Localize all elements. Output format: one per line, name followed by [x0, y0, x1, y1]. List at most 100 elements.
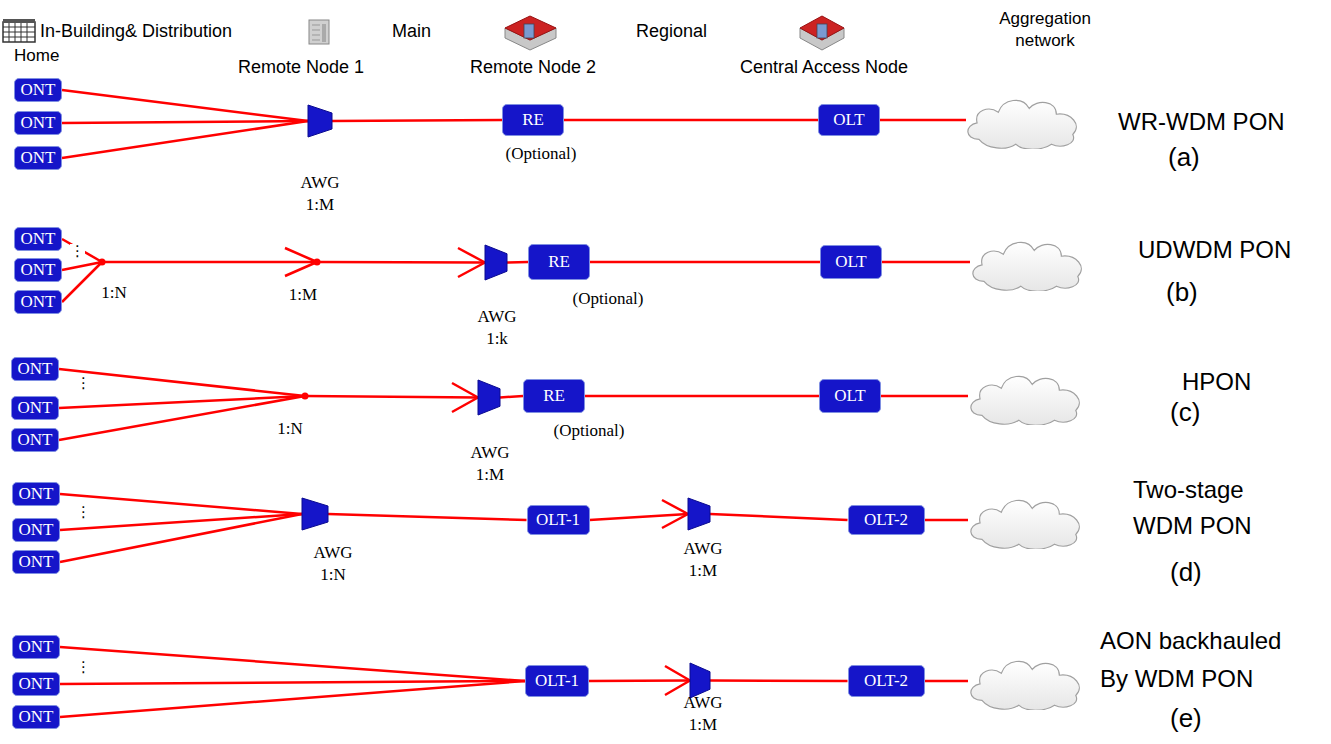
node-site-icon [800, 16, 844, 50]
ellipsis-mark: ⋮ [76, 505, 91, 520]
equipment-box: ONT [12, 482, 60, 506]
fiber-link [507, 261, 528, 264]
splitter-dot [313, 258, 321, 266]
fiber-link [62, 90, 308, 121]
equipment-box: RE(Optional) [523, 379, 585, 413]
panel-letter: (b) [1166, 278, 1198, 308]
ellipsis-mark: ⋮ [70, 244, 85, 259]
awg-symbol [478, 380, 500, 415]
equipment-box: OLT-2 [848, 505, 925, 535]
architecture-name: WR-WDM PON [1118, 108, 1285, 136]
fiber-stub [285, 248, 690, 695]
node-note: (Optional) [506, 144, 577, 164]
panel-letter: (e) [1170, 704, 1202, 734]
awg-label: AWG 1:k [477, 306, 516, 350]
equipment-box: ONT [14, 258, 62, 282]
splitter-node: 1:N [301, 392, 309, 400]
equipment-box: ONT [11, 357, 59, 381]
node-label: ONT [21, 229, 56, 249]
fiber-link [60, 514, 302, 562]
node-label: ONT [19, 707, 54, 727]
equipment-box: ONT [14, 111, 62, 135]
fiber-link [590, 261, 820, 264]
awg-node: AWG 1:M [478, 380, 500, 415]
aggregation-cloud [968, 100, 1081, 710]
awg-label: AWG 1:M [683, 692, 722, 736]
equipment-box: ONT [14, 227, 62, 251]
node-label: ONT [18, 398, 53, 418]
node-label: ONT [19, 520, 54, 540]
awg-symbol [690, 663, 710, 698]
node-label: ONT [19, 674, 54, 694]
node-label: ONT [21, 148, 56, 168]
split-ratio: 1:N [277, 418, 303, 440]
equipment-box: OLT [820, 245, 882, 279]
equipment-box: ONT [12, 550, 60, 574]
node-label: OLT [833, 110, 865, 130]
fiber-link [332, 120, 502, 121]
split-ratio: 1:N [101, 282, 127, 304]
splitter-dot [301, 392, 309, 400]
awg-label: AWG 1:M [683, 538, 722, 582]
node-label: OLT [834, 386, 866, 406]
node-label: ONT [19, 552, 54, 572]
node-note: (Optional) [573, 289, 644, 309]
uplink-fiber [870, 120, 970, 681]
fiber-link [305, 396, 478, 398]
equipment-box: OLT-1 [525, 665, 589, 697]
node-label: OLT-2 [864, 510, 908, 530]
node-label: ONT [18, 430, 53, 450]
header-label: Main [392, 21, 431, 42]
fiber-link [710, 514, 848, 520]
header-label: In-Building& Distribution [40, 21, 232, 42]
node-label: RE [548, 252, 570, 272]
splitter-node: 1:M [313, 258, 321, 266]
architecture-name: Two-stage WDM PON [1133, 472, 1283, 544]
node-note: (Optional) [554, 421, 625, 441]
fiber-link [60, 681, 525, 717]
fiber-link [60, 494, 302, 514]
equipment-box: OLT [818, 104, 880, 136]
fiber-link [62, 239, 102, 262]
fiber-link [585, 395, 819, 398]
node-label: OLT-2 [864, 671, 908, 691]
equipment-box: OLT-1 [527, 505, 590, 535]
node-label: ONT [18, 359, 53, 379]
header-label: Aggregation network [990, 8, 1100, 52]
header-label: Remote Node 1 [238, 57, 364, 78]
fiber-link [62, 121, 308, 158]
awg-symbol [485, 245, 507, 280]
node-label: OLT-1 [535, 671, 579, 691]
node-label: ONT [21, 113, 56, 133]
header-label: Remote Node 2 [470, 57, 596, 78]
awg-label: AWG 1:M [470, 442, 509, 486]
fiber-link [102, 261, 317, 264]
awg-node: AWG 1:M [308, 105, 332, 137]
panel-letter: (c) [1170, 398, 1200, 428]
splitter-dot [98, 258, 106, 266]
fiber-link [317, 261, 485, 264]
fiber-link [590, 514, 689, 520]
fiber-link [62, 121, 308, 123]
equipment-box: ONT [14, 78, 62, 102]
awg-label: AWG 1:M [300, 172, 339, 216]
node-label: ONT [21, 80, 56, 100]
building-icon [309, 20, 329, 44]
awg-symbol [302, 498, 328, 530]
awg-node: AWG 1:k [485, 245, 507, 280]
fiber-link [564, 119, 818, 122]
equipment-box: ONT [14, 290, 62, 314]
equipment-box: RE(Optional) [502, 104, 564, 136]
architecture-name: UDWDM PON [1138, 236, 1291, 264]
node-label: RE [522, 110, 544, 130]
equipment-box: ONT [14, 146, 62, 170]
equipment-box: RE(Optional) [528, 244, 590, 280]
ellipsis-mark: ⋮ [76, 376, 91, 391]
equipment-box: ONT [11, 396, 59, 420]
fiber-link [60, 647, 525, 681]
awg-symbol [308, 105, 332, 137]
fiber-link [59, 369, 305, 396]
equipment-box: ONT [12, 705, 60, 729]
node-label: RE [543, 386, 565, 406]
fiber-link [500, 396, 523, 398]
